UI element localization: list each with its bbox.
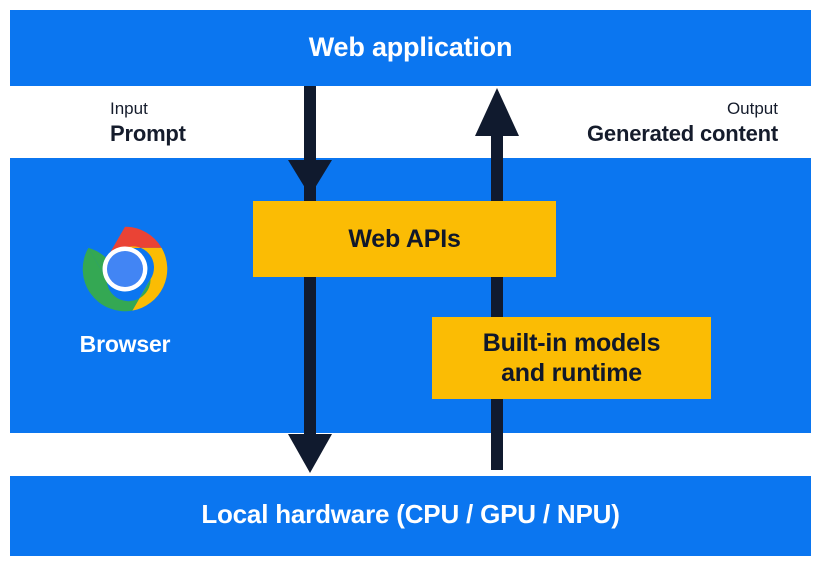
output-value-label: Generated content xyxy=(587,121,778,146)
input-value-label: Prompt xyxy=(110,121,186,146)
web-application-label: Web application xyxy=(308,32,513,62)
builtin-models-line-2: and runtime xyxy=(501,359,642,387)
output-kind-label: Output xyxy=(726,99,778,118)
browser-group: Browser xyxy=(55,225,195,358)
builtin-models-line-1: Built-in models xyxy=(482,328,661,357)
local-hardware-label: Local hardware (CPU / GPU / NPU) xyxy=(201,499,620,529)
builtin-models-label: Built-in models and runtime xyxy=(483,328,661,389)
output-label-group: Output Generated content xyxy=(587,100,778,145)
input-kind-label: Input xyxy=(110,99,148,118)
local-hardware-band: Local hardware (CPU / GPU / NPU) xyxy=(10,476,811,556)
web-application-band: Web application xyxy=(10,10,811,86)
web-apis-box[interactable]: Web APIs xyxy=(253,201,556,277)
input-label-group: Input Prompt xyxy=(110,100,186,145)
chrome-logo-icon xyxy=(82,226,168,312)
builtin-models-box[interactable]: Built-in models and runtime xyxy=(432,317,711,399)
browser-label: Browser xyxy=(79,331,171,357)
web-apis-label: Web APIs xyxy=(348,224,461,253)
